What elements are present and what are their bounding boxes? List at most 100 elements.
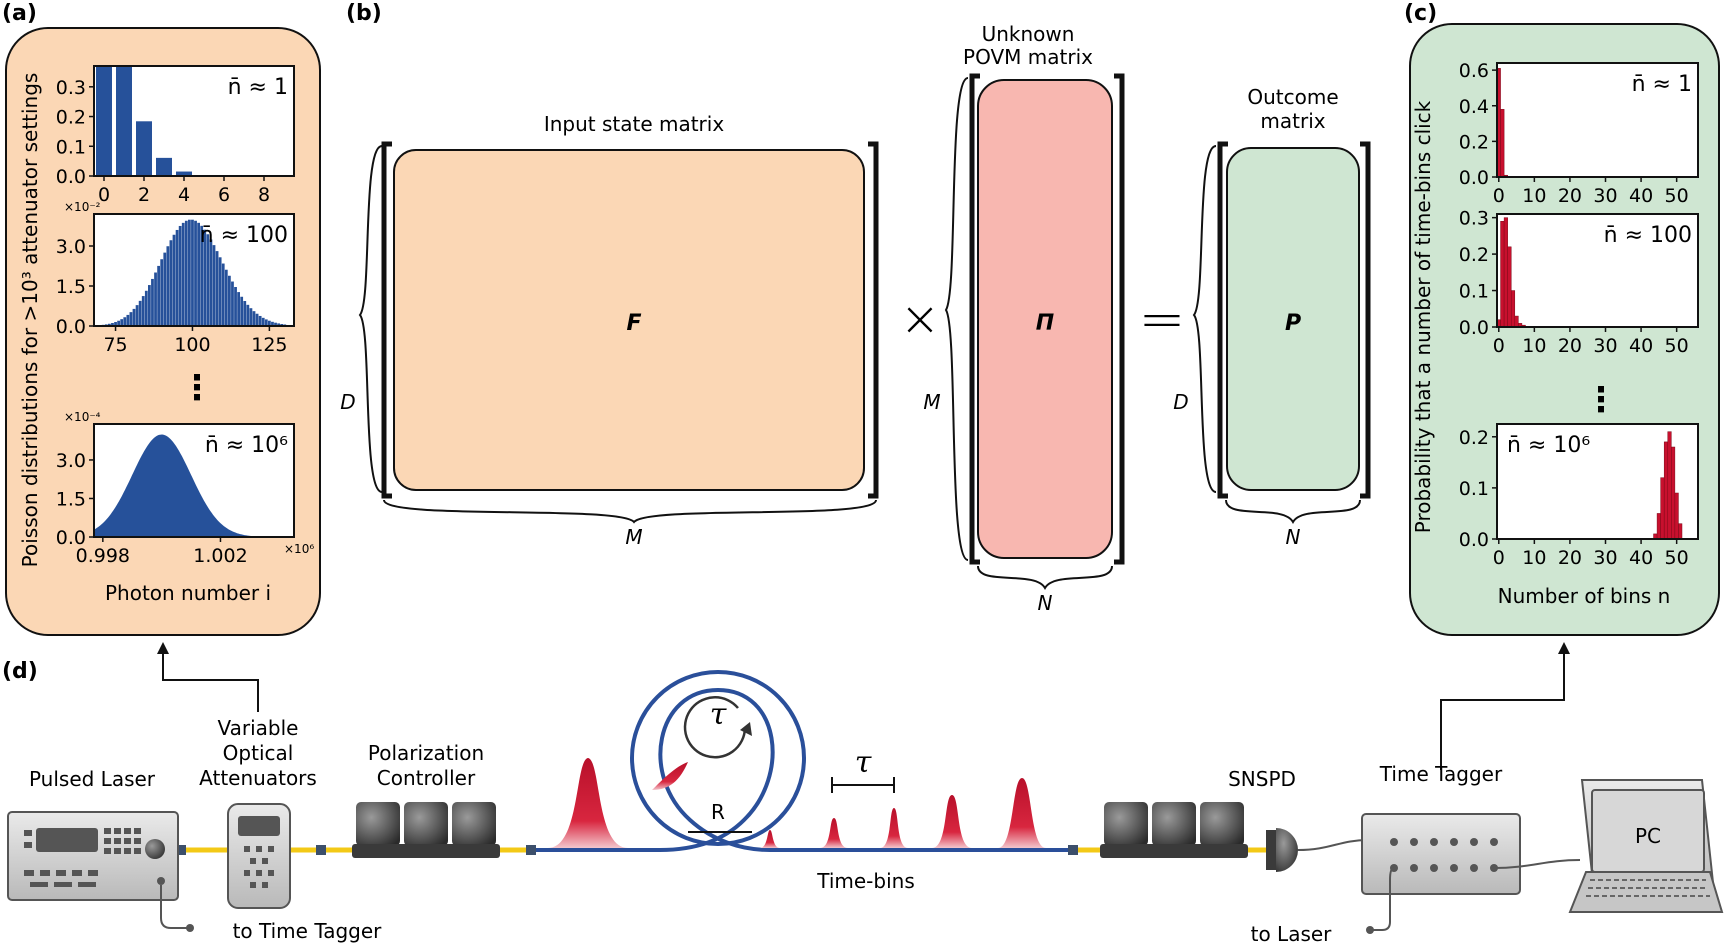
bar (169, 240, 173, 326)
to-time-tagger-label: to Time Tagger (233, 919, 383, 943)
beam-splitter-label: R (711, 800, 725, 824)
y-tick-label: 0.0 (56, 316, 86, 338)
pc-label: PC (1635, 824, 1661, 848)
arrow-to-panel-c (1440, 648, 1565, 770)
variable-optical-attenuator-device (227, 803, 291, 909)
x-tick-label: 20 (1558, 547, 1582, 569)
y-tick-label: 0.4 (1459, 96, 1489, 118)
y-tick-label: 0.0 (56, 166, 86, 188)
bar (246, 304, 250, 326)
bar (271, 321, 274, 326)
x-tick-label: 30 (1593, 335, 1617, 357)
plot-area (94, 214, 294, 326)
time-bins-label: Time-bins (816, 869, 915, 893)
bar (114, 322, 117, 326)
y-tick-label: 0.0 (56, 527, 86, 549)
panel-c-xlabel: Number of bins n (1498, 584, 1671, 608)
F-left-bracket (381, 141, 392, 499)
bar (234, 286, 237, 326)
bar (116, 66, 132, 176)
y-tick-label: 0.2 (1459, 131, 1489, 153)
bar (1507, 246, 1512, 328)
time-tagger-device (1361, 813, 1521, 895)
bar (178, 225, 182, 326)
polarization-controller-device (352, 802, 500, 858)
panel-c-ellipsis: ⋮ (1584, 380, 1618, 420)
bar (237, 292, 240, 326)
bar (209, 239, 213, 326)
panel-c-ylabel: Probability that a number of time-bins c… (1411, 100, 1435, 533)
bar (108, 323, 111, 326)
P-right-bracket (1360, 141, 1371, 499)
povm-title-line2: POVM matrix (963, 45, 1093, 69)
time-bin-tau: τ (855, 745, 872, 780)
bar (141, 296, 145, 326)
y-multiplier: ×10⁻² (64, 200, 101, 214)
voa-label-1: Variable (218, 716, 299, 740)
bar (1671, 446, 1676, 540)
P-rows-label: D (1173, 390, 1188, 414)
arrow-head-a (157, 642, 169, 654)
bar (228, 275, 231, 326)
bar (1656, 513, 1661, 540)
x-tick-label: 40 (1629, 185, 1653, 207)
P-left-bracket (1217, 141, 1228, 499)
Pi-rows-label: M (923, 390, 940, 414)
y-tick-label: 0.1 (1459, 478, 1489, 500)
pulsed-laser-device (7, 811, 179, 901)
P-matrix (1226, 147, 1360, 491)
y-tick-label: 0.1 (56, 136, 86, 158)
polarization-label-2: Controller (377, 766, 476, 790)
pc-laptop (1568, 779, 1724, 913)
plot-area (1497, 214, 1698, 327)
series-label: n̄ ≈ 1 (1632, 72, 1692, 97)
x-tick-label: 0 (1493, 335, 1505, 357)
x-tick-label: 6 (218, 184, 230, 206)
bar (1674, 492, 1679, 540)
y-tick-label: 1.5 (56, 276, 86, 298)
bar (212, 245, 216, 326)
panel-c-label: (c) (1404, 1, 1437, 26)
Pi-cols-brace (977, 565, 1113, 591)
time-tagger-label: Time Tagger (1379, 762, 1503, 786)
Pi-symbol: Π (1036, 311, 1054, 336)
F-rows-label: D (340, 390, 355, 414)
y-tick-label: 0.0 (1459, 529, 1489, 551)
snspd-device (1266, 828, 1298, 872)
bar (1503, 217, 1508, 328)
loop-arrow-head (740, 722, 752, 736)
bar (191, 219, 194, 326)
bar (96, 66, 112, 176)
y-multiplier: ×10⁻⁴ (64, 410, 101, 424)
y-tick-label: 3.0 (56, 236, 86, 258)
x-tick-label: 50 (1665, 547, 1689, 569)
panel-a-label: (a) (2, 1, 37, 26)
panel-b-label: (b) (346, 1, 382, 26)
bar (1500, 221, 1505, 328)
optical-pulses (548, 758, 1046, 848)
bar (148, 285, 151, 326)
voa-label-3: Attenuators (199, 766, 317, 790)
bar (175, 229, 179, 326)
Pi-cols-label: N (1038, 591, 1053, 615)
bar (129, 312, 133, 326)
bar (156, 157, 172, 176)
bar (111, 323, 114, 326)
y-tick-label: 0.3 (56, 77, 86, 99)
bar (184, 220, 188, 326)
bar (136, 121, 152, 176)
x-tick-label: 10 (1522, 185, 1546, 207)
plot-frame (93, 213, 295, 327)
bar (200, 225, 204, 326)
x-tick-label: 40 (1629, 547, 1653, 569)
outcome-title-line1: Outcome (1247, 85, 1338, 109)
loop-tau: τ (710, 697, 727, 732)
bar (231, 281, 234, 326)
bar (218, 257, 222, 326)
bar (1510, 290, 1516, 328)
